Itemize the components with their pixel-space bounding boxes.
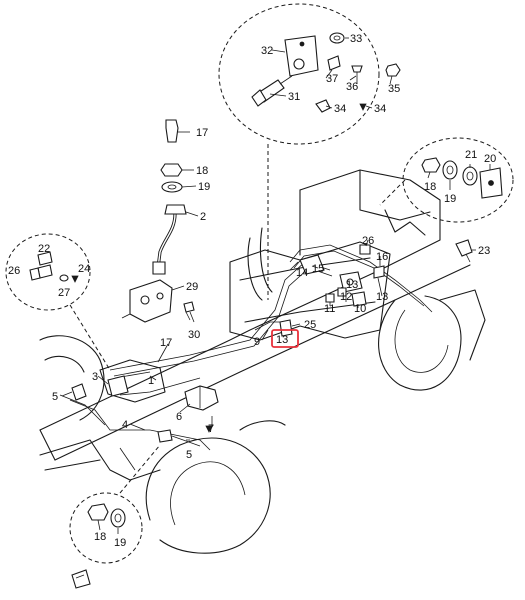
part-35-nut [385,63,401,77]
callout-31: 32 [261,45,273,57]
highlight-box-13 [271,329,299,348]
callout-21: 21 [465,149,477,161]
callout-2: 2 [200,211,206,223]
part-36-bolt [351,65,363,84]
callout-32: 33 [350,33,362,45]
corner-mark-icon [71,569,91,589]
callout-12b: 13 [376,291,388,303]
callout-20: 20 [484,153,496,165]
part-24-screw [71,275,79,283]
callout-4: 4 [122,419,128,431]
callout-36: 36 [346,81,358,93]
callout-18-right: 18 [424,181,436,193]
callout-5-left: 5 [52,391,58,403]
callout-23: 23 [478,245,490,257]
part-31-bracket [284,35,319,77]
callout-15: 15 [312,263,324,275]
callout-10: 11 [324,303,335,315]
callout-16: 16 [376,251,388,263]
callout-12: 13 [346,279,358,291]
callout-17-top: 17 [196,127,208,139]
callout-22: 22 [38,243,50,255]
callout-14: 14 [296,267,308,279]
part-13-hose [279,319,293,337]
part-18-nut-right [421,157,441,173]
part-17-hose-fitting-top [165,119,179,143]
callout-19-bottom: 19 [114,537,126,549]
callout-6: 6 [176,411,182,423]
callout-37: 37 [326,73,338,85]
callout-18-bottom: 18 [94,531,106,543]
callout-1: 1 [148,375,154,387]
callout-26-left: 26 [8,265,20,277]
part-2-brake-hose [152,204,187,275]
part-12-tee [339,271,363,293]
callout-3: 3 [92,371,98,383]
part-29-bolt [183,301,195,323]
part-6-junction [184,385,219,411]
detail-circles [5,3,514,564]
callout-labels: 17 18 19 2 29 30 32 31 33 37 36 35 34 34… [8,33,496,549]
callout-28: 29 [186,281,198,293]
callout-19-right: 19 [444,193,456,205]
part-26-clip-left [29,267,41,281]
part-30-hose-fitting [251,75,293,107]
part-37-clip [327,55,341,71]
callout-11: 12 [340,291,352,303]
callout-9: 10 [354,303,366,315]
part-27-grommet [59,274,69,282]
callout-19-top: 19 [198,181,210,193]
callout-30: 31 [288,91,300,103]
part-18-nut-top [160,163,183,177]
callout-29: 30 [188,329,200,341]
part-22-clips [37,251,53,279]
part-20-plate [479,167,503,199]
part-18-nut-bottom [87,503,109,521]
callout-5-right: 5 [186,449,192,461]
callout-34: 34 [374,103,386,115]
part-9-hose [351,291,367,307]
part-3-bracket [107,375,129,397]
part-34-screw [359,103,367,111]
part-32-washer [329,32,345,44]
callout-8: 9 [254,336,260,348]
part-19-washer-right [442,160,458,180]
callout-13: 13 [276,334,288,346]
callout-27: 27 [58,287,70,299]
part-21-washer [462,166,478,186]
callout-7: 7 [208,423,214,435]
callout-26-mid: 26 [362,235,374,247]
part-5-hose-right [157,429,201,447]
part-15-bracket [299,254,325,275]
callout-17-mid: 17 [160,337,172,349]
part-7-clip [205,425,213,433]
part-10-bolt [325,293,335,303]
part-28-proportioning-valve [121,279,173,323]
callout-35: 35 [388,83,400,95]
callout-18-top: 18 [196,165,208,177]
callout-33: 34 [334,103,346,115]
leader-lines [61,37,491,534]
part-19-washer-top [161,181,183,193]
part-19-washer-bottom [110,508,126,528]
chassis-frame [39,169,486,554]
part-23-fitting [455,239,473,263]
part-5-front-hose [71,383,87,401]
callout-25: 25 [304,319,316,331]
callout-24: 24 [78,263,90,275]
part-33-clip [315,99,331,113]
part-16-pipe-end [373,265,385,279]
